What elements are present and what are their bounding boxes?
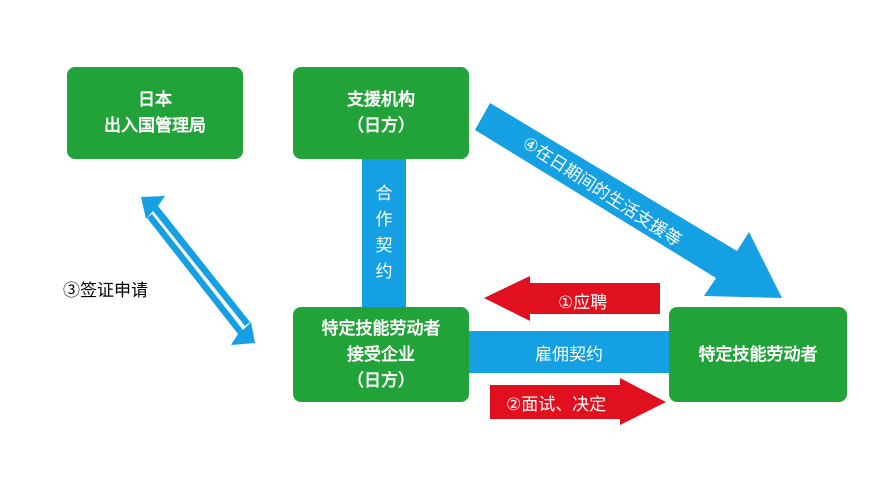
link-char: 合 [375, 184, 393, 204]
node-line: 接受企业 [347, 344, 415, 365]
support-organization-node: 支援机构 （日方） [293, 67, 469, 159]
link-char: 作 [375, 210, 393, 230]
link-char: 约 [375, 262, 393, 282]
employer-node: 特定技能劳动者 接受企业 （日方） [293, 307, 469, 402]
interview-arrow [490, 378, 666, 425]
visa-application-label: ③签证申请 [63, 281, 148, 301]
node-line: （日方） [347, 370, 415, 391]
employment-contract-link: 雇佣契约 [469, 331, 669, 373]
worker-node: 特定技能劳动者 [669, 307, 847, 402]
immigration-bureau-node: 日本 出入国管理局 [67, 67, 243, 159]
link-label: 雇佣契约 [535, 344, 603, 365]
link-char: 契 [375, 236, 393, 256]
life-support-arrow [475, 103, 782, 298]
node-line: 特定技能劳动者 [698, 344, 818, 365]
node-line: 出入国管理局 [104, 116, 206, 136]
visa-double-arrow [141, 196, 255, 345]
apply-label: ①应聘 [558, 293, 608, 313]
apply-arrow [484, 276, 660, 321]
node-line: （日方） [347, 116, 415, 136]
node-line: 日本 [138, 90, 172, 110]
node-line: 支援机构 [347, 90, 415, 110]
node-line: 特定技能劳动者 [321, 318, 441, 339]
interview-label: ②面试、决定 [506, 395, 607, 415]
cooperation-contract-link: 合 作 契 约 [362, 159, 406, 307]
